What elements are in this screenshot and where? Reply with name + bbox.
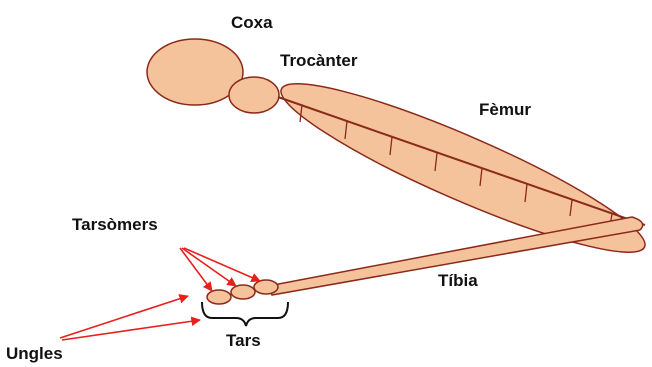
tars-bracket (202, 302, 288, 326)
label-trocanter: Trocànter (280, 51, 358, 70)
label-tibia: Tíbia (438, 271, 478, 290)
label-femur: Fèmur (479, 100, 531, 119)
tarsomere-2 (231, 285, 255, 299)
femur-segment (269, 60, 652, 277)
label-ungles: Ungles (6, 344, 63, 363)
tarsomere-3 (254, 280, 278, 294)
label-tarsomers: Tarsòmers (72, 215, 158, 234)
label-tars: Tars (226, 331, 261, 350)
tarsomers-arrows (180, 248, 260, 291)
label-coxa: Coxa (231, 13, 273, 32)
femur-spine-line (278, 97, 645, 225)
trochanter-segment (229, 77, 279, 113)
tarsomere-1 (207, 290, 231, 304)
ungles-arrows (60, 296, 200, 340)
